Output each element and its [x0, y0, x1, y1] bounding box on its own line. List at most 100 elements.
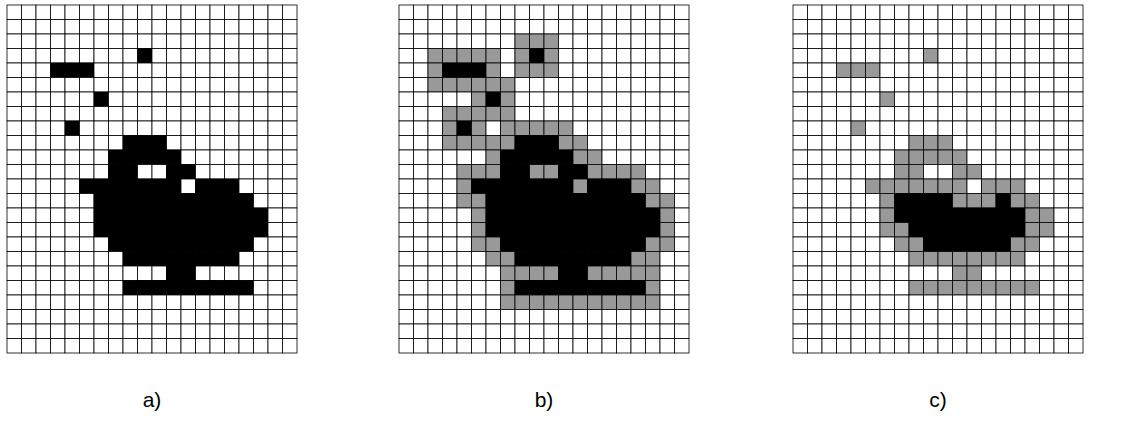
pixel: [602, 92, 617, 107]
pixel: [7, 266, 22, 281]
pixel: [152, 121, 167, 136]
pixel: [559, 266, 574, 281]
pixel: [414, 194, 429, 209]
pixel: [22, 295, 37, 310]
pixel: [953, 165, 968, 180]
pixel: [938, 165, 953, 180]
pixel: [443, 150, 458, 165]
pixel: [924, 121, 939, 136]
pixel: [138, 179, 153, 194]
pixel: [225, 136, 240, 151]
pixel: [851, 266, 866, 281]
pixel: [1011, 266, 1026, 281]
pixel: [7, 295, 22, 310]
pixel: [938, 107, 953, 122]
pixel: [51, 165, 66, 180]
pixel: [938, 136, 953, 151]
pixel: [953, 223, 968, 238]
pixel: [996, 78, 1011, 93]
pixel: [80, 78, 95, 93]
pixel: [51, 136, 66, 151]
pixel: [822, 63, 837, 78]
pixel: [196, 266, 211, 281]
pixel: [909, 324, 924, 339]
pixel: [895, 49, 910, 64]
pixel: [967, 34, 982, 49]
pixel: [1054, 266, 1069, 281]
pixel: [1040, 295, 1055, 310]
pixel: [501, 136, 516, 151]
pixel: [225, 310, 240, 325]
pixel: [443, 165, 458, 180]
pixel: [602, 223, 617, 238]
pixel: [123, 179, 138, 194]
pixel: [953, 136, 968, 151]
pixel: [443, 252, 458, 267]
pixel: [152, 34, 167, 49]
pixel: [953, 34, 968, 49]
pixel: [515, 92, 530, 107]
pixel: [428, 295, 443, 310]
pixel: [675, 194, 690, 209]
pixel: [196, 194, 211, 209]
pixel: [399, 252, 414, 267]
pixel: [486, 295, 501, 310]
pixel: [36, 136, 51, 151]
pixel: [851, 165, 866, 180]
pixel: [399, 310, 414, 325]
pixel: [51, 78, 66, 93]
pixel: [196, 208, 211, 223]
pixel: [982, 295, 997, 310]
pixel: [51, 150, 66, 165]
pixel: [7, 223, 22, 238]
pixel: [924, 34, 939, 49]
pixel: [982, 266, 997, 281]
pixel: [1040, 136, 1055, 151]
pixel: [501, 194, 516, 209]
pixel: [602, 20, 617, 35]
pixel: [7, 34, 22, 49]
pixel: [530, 237, 545, 252]
pixel: [22, 78, 37, 93]
pixel: [793, 339, 808, 354]
pixel: [953, 179, 968, 194]
pixel: [1040, 63, 1055, 78]
pixel: [443, 237, 458, 252]
pixel: [808, 266, 823, 281]
pixel: [530, 266, 545, 281]
pixel: [880, 252, 895, 267]
pixel: [953, 63, 968, 78]
pixel: [938, 5, 953, 20]
pixel: [138, 266, 153, 281]
pixel: [7, 5, 22, 20]
pixel: [530, 339, 545, 354]
pixel: [239, 194, 254, 209]
pixel: [123, 107, 138, 122]
pixel: [472, 223, 487, 238]
pixel: [254, 252, 269, 267]
pixel: [822, 78, 837, 93]
pixel: [196, 324, 211, 339]
pixel: [414, 208, 429, 223]
pixel: [866, 92, 881, 107]
pixel: [1069, 310, 1084, 325]
pixel: [851, 281, 866, 296]
pixel: [457, 339, 472, 354]
pixel: [1040, 34, 1055, 49]
pixel: [924, 179, 939, 194]
pixel: [837, 223, 852, 238]
pixel: [851, 78, 866, 93]
pixel: [660, 78, 675, 93]
pixel: [486, 208, 501, 223]
pixel: [1069, 266, 1084, 281]
pixel: [94, 136, 109, 151]
pixel: [254, 310, 269, 325]
pixel: [254, 49, 269, 64]
pixel: [515, 208, 530, 223]
pixel: [239, 150, 254, 165]
pixel: [588, 310, 603, 325]
pixel: [953, 49, 968, 64]
pixel: [109, 324, 124, 339]
pixel: [602, 63, 617, 78]
pixel: [515, 295, 530, 310]
